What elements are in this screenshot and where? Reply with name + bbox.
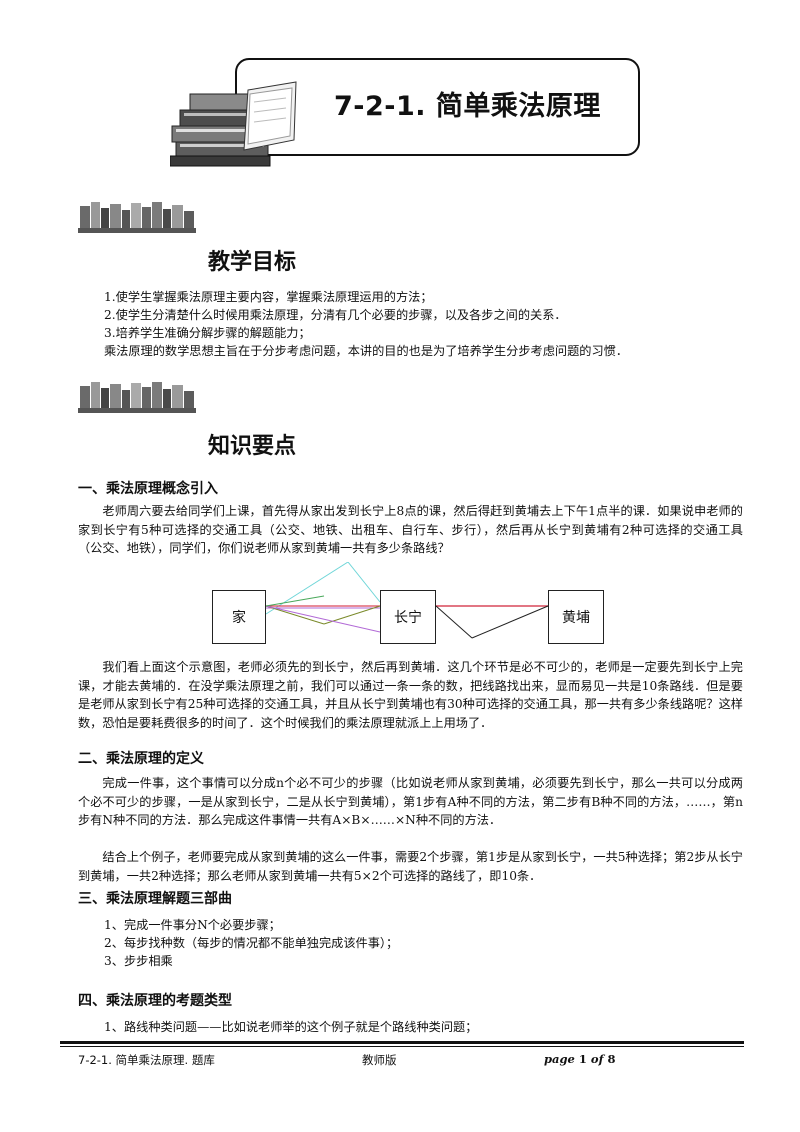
route-line-purple-b [265,605,381,633]
part3-heading: 三、乘法原理解题三部曲 [78,891,232,907]
title-frame [235,58,640,156]
route-diagram: 家 长宁 黄埔 [210,562,610,646]
goal-summary: 乘法原理的数学思想主旨在于分步考虑问题，本讲的目的也是为了培养学生分步考虑问题的… [104,344,629,358]
part2-definition-paragraph: 完成一件事，这个事情可以分成n个必不可少的步骤（比如说老师从家到黄埔，必须要先到… [78,776,743,827]
goal-item-1: 1.使学生掌握乘法原理主要内容，掌握乘法原理运用的方法； [104,290,433,304]
footer-rule [60,1041,744,1044]
decorative-books-banner-icon [78,382,196,413]
part2-example-paragraph: 结合上个例子，老师要完成从家到黄埔的这么一件事，需要2个步骤，第1步是从家到长宁… [78,850,743,883]
question-type-item-1: 1、路线种类问题——比如说老师举的这个例子就是个路线种类问题； [104,1020,478,1034]
changning-node: 长宁 [380,590,436,644]
footer-edition: 教师版 [362,1053,397,1067]
knowledge-points-heading: 知识要点 [208,434,297,459]
part1-intro-paragraph: 老师周六要去给同学们上课，首先得从家出发到长宁上8点的课，然后得赶到黄埔去上下午… [78,504,743,555]
part2-heading: 二、乘法原理的定义 [78,751,204,767]
step-item-1: 1、完成一件事分N个必要步骤； [104,918,281,932]
route-lines [265,562,549,639]
footer-rule-thin [60,1046,744,1047]
footer-doc-title: 7-2-1. 简单乘法原理. 题库 [78,1053,215,1067]
route-line-cyan-down [347,562,381,603]
goal-item-3: 3.培养学生准确分解步骤的解题能力； [104,326,311,340]
goal-item-2: 2.使学生分清楚什么时候用乘法原理，分清有几个必要的步骤，以及各步之间的关系． [104,308,567,322]
huangpu-node: 黄埔 [548,590,604,644]
step-item-3: 3、步步相乘 [104,954,173,968]
route-line-black-b [471,605,549,639]
home-node: 家 [212,590,266,644]
part1-heading: 一、乘法原理概念引入 [78,481,218,497]
route-line-black-a [435,605,473,639]
route-line-cyan-up [265,562,349,615]
part4-heading: 四、乘法原理的考题类型 [78,993,232,1009]
decorative-books-banner-icon [78,202,196,233]
page-title: 7-2-1. 简单乘法原理 [334,91,601,122]
part1-explanation-paragraph: 我们看上面这个示意图，老师必须先的到长宁，然后再到黄埔．这几个环节是必不可少的，… [78,660,743,730]
teaching-goals-heading: 教学目标 [208,250,297,275]
footer-page-number: page 1 of 8 [544,1052,616,1066]
route-line-green [265,595,325,607]
route-line-olive-a [265,605,325,625]
step-item-2: 2、每步找种数（每步的情况都不能单独完成该件事）； [104,936,399,950]
book-stack-icon [170,81,297,167]
